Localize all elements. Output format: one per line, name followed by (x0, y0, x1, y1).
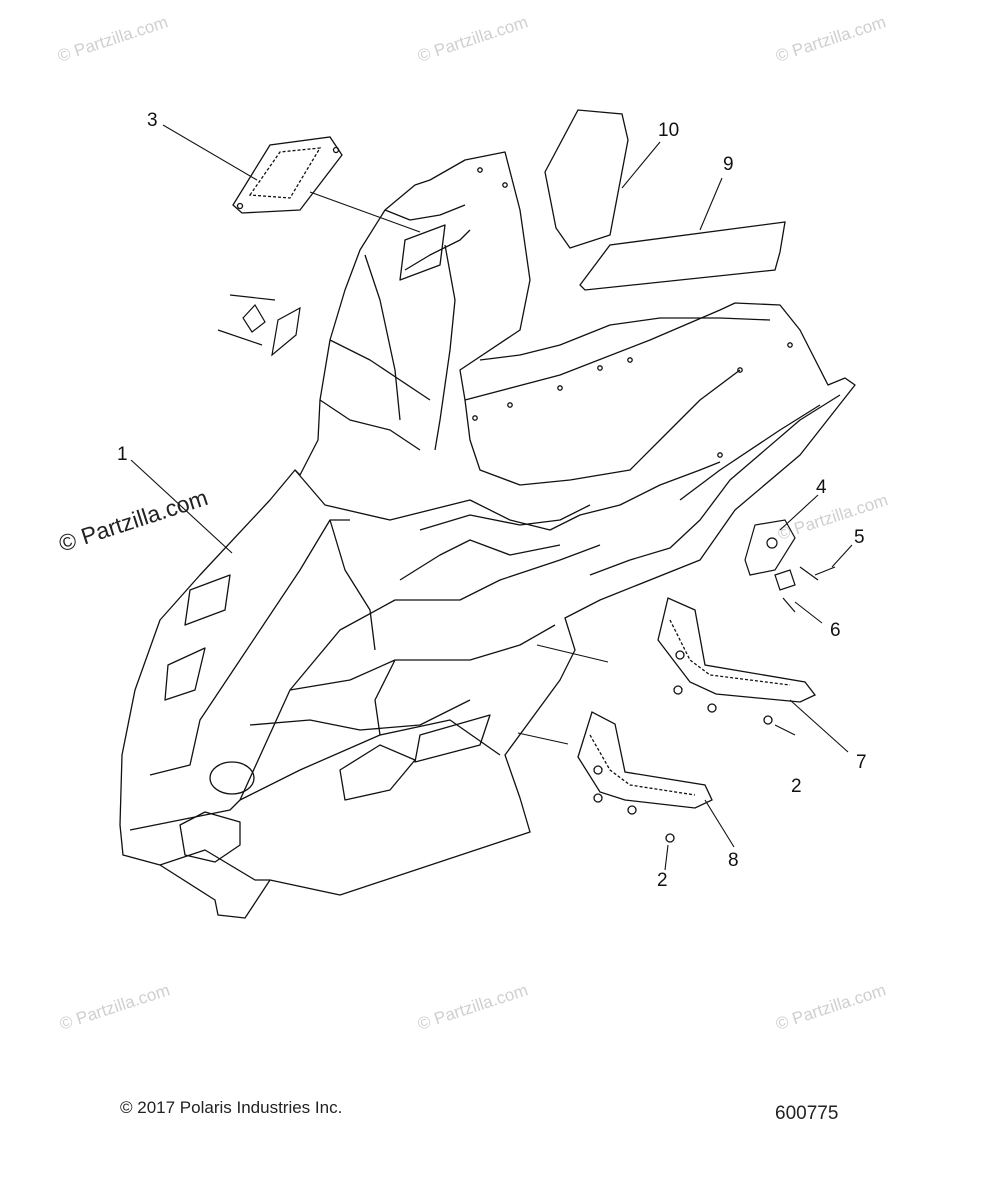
body-panel (119, 151, 856, 919)
watermark: © Partzilla.com (773, 12, 888, 65)
callout-5: 5 (854, 527, 865, 548)
callout-4: 4 (816, 477, 827, 498)
callout-3: 3 (147, 110, 158, 131)
leader-lines (130, 124, 853, 871)
callout-9: 9 (723, 154, 734, 175)
watermark-dark: © Partzilla.com (56, 484, 211, 557)
part-10-panel (544, 109, 629, 249)
watermark: © Partzilla.com (55, 12, 170, 65)
trim-panels (544, 109, 786, 291)
callouts: 1 2 2 3 4 5 6 7 8 9 10 (117, 110, 867, 891)
diagram-number: 600775 (775, 1103, 839, 1124)
part-9-panel (579, 221, 786, 291)
watermark: © Partzilla.com (773, 980, 888, 1033)
callout-7: 7 (856, 752, 867, 773)
callout-1: 1 (117, 444, 128, 465)
part-3-vent (232, 136, 343, 214)
watermark: © Partzilla.com (415, 980, 530, 1033)
top-fasteners (217, 294, 301, 357)
copyright-text: © 2017 Polaris Industries Inc. (120, 1098, 343, 1117)
watermark: © Partzilla.com (57, 980, 172, 1033)
bracket-group (744, 519, 836, 613)
callout-2b: 2 (657, 870, 668, 891)
watermark: © Partzilla.com (775, 490, 890, 543)
callout-10: 10 (658, 120, 679, 141)
callout-6: 6 (830, 620, 841, 641)
mesh-brackets (577, 597, 817, 843)
callout-8: 8 (728, 850, 739, 871)
watermark: © Partzilla.com (415, 12, 530, 65)
callout-2a: 2 (791, 776, 802, 797)
